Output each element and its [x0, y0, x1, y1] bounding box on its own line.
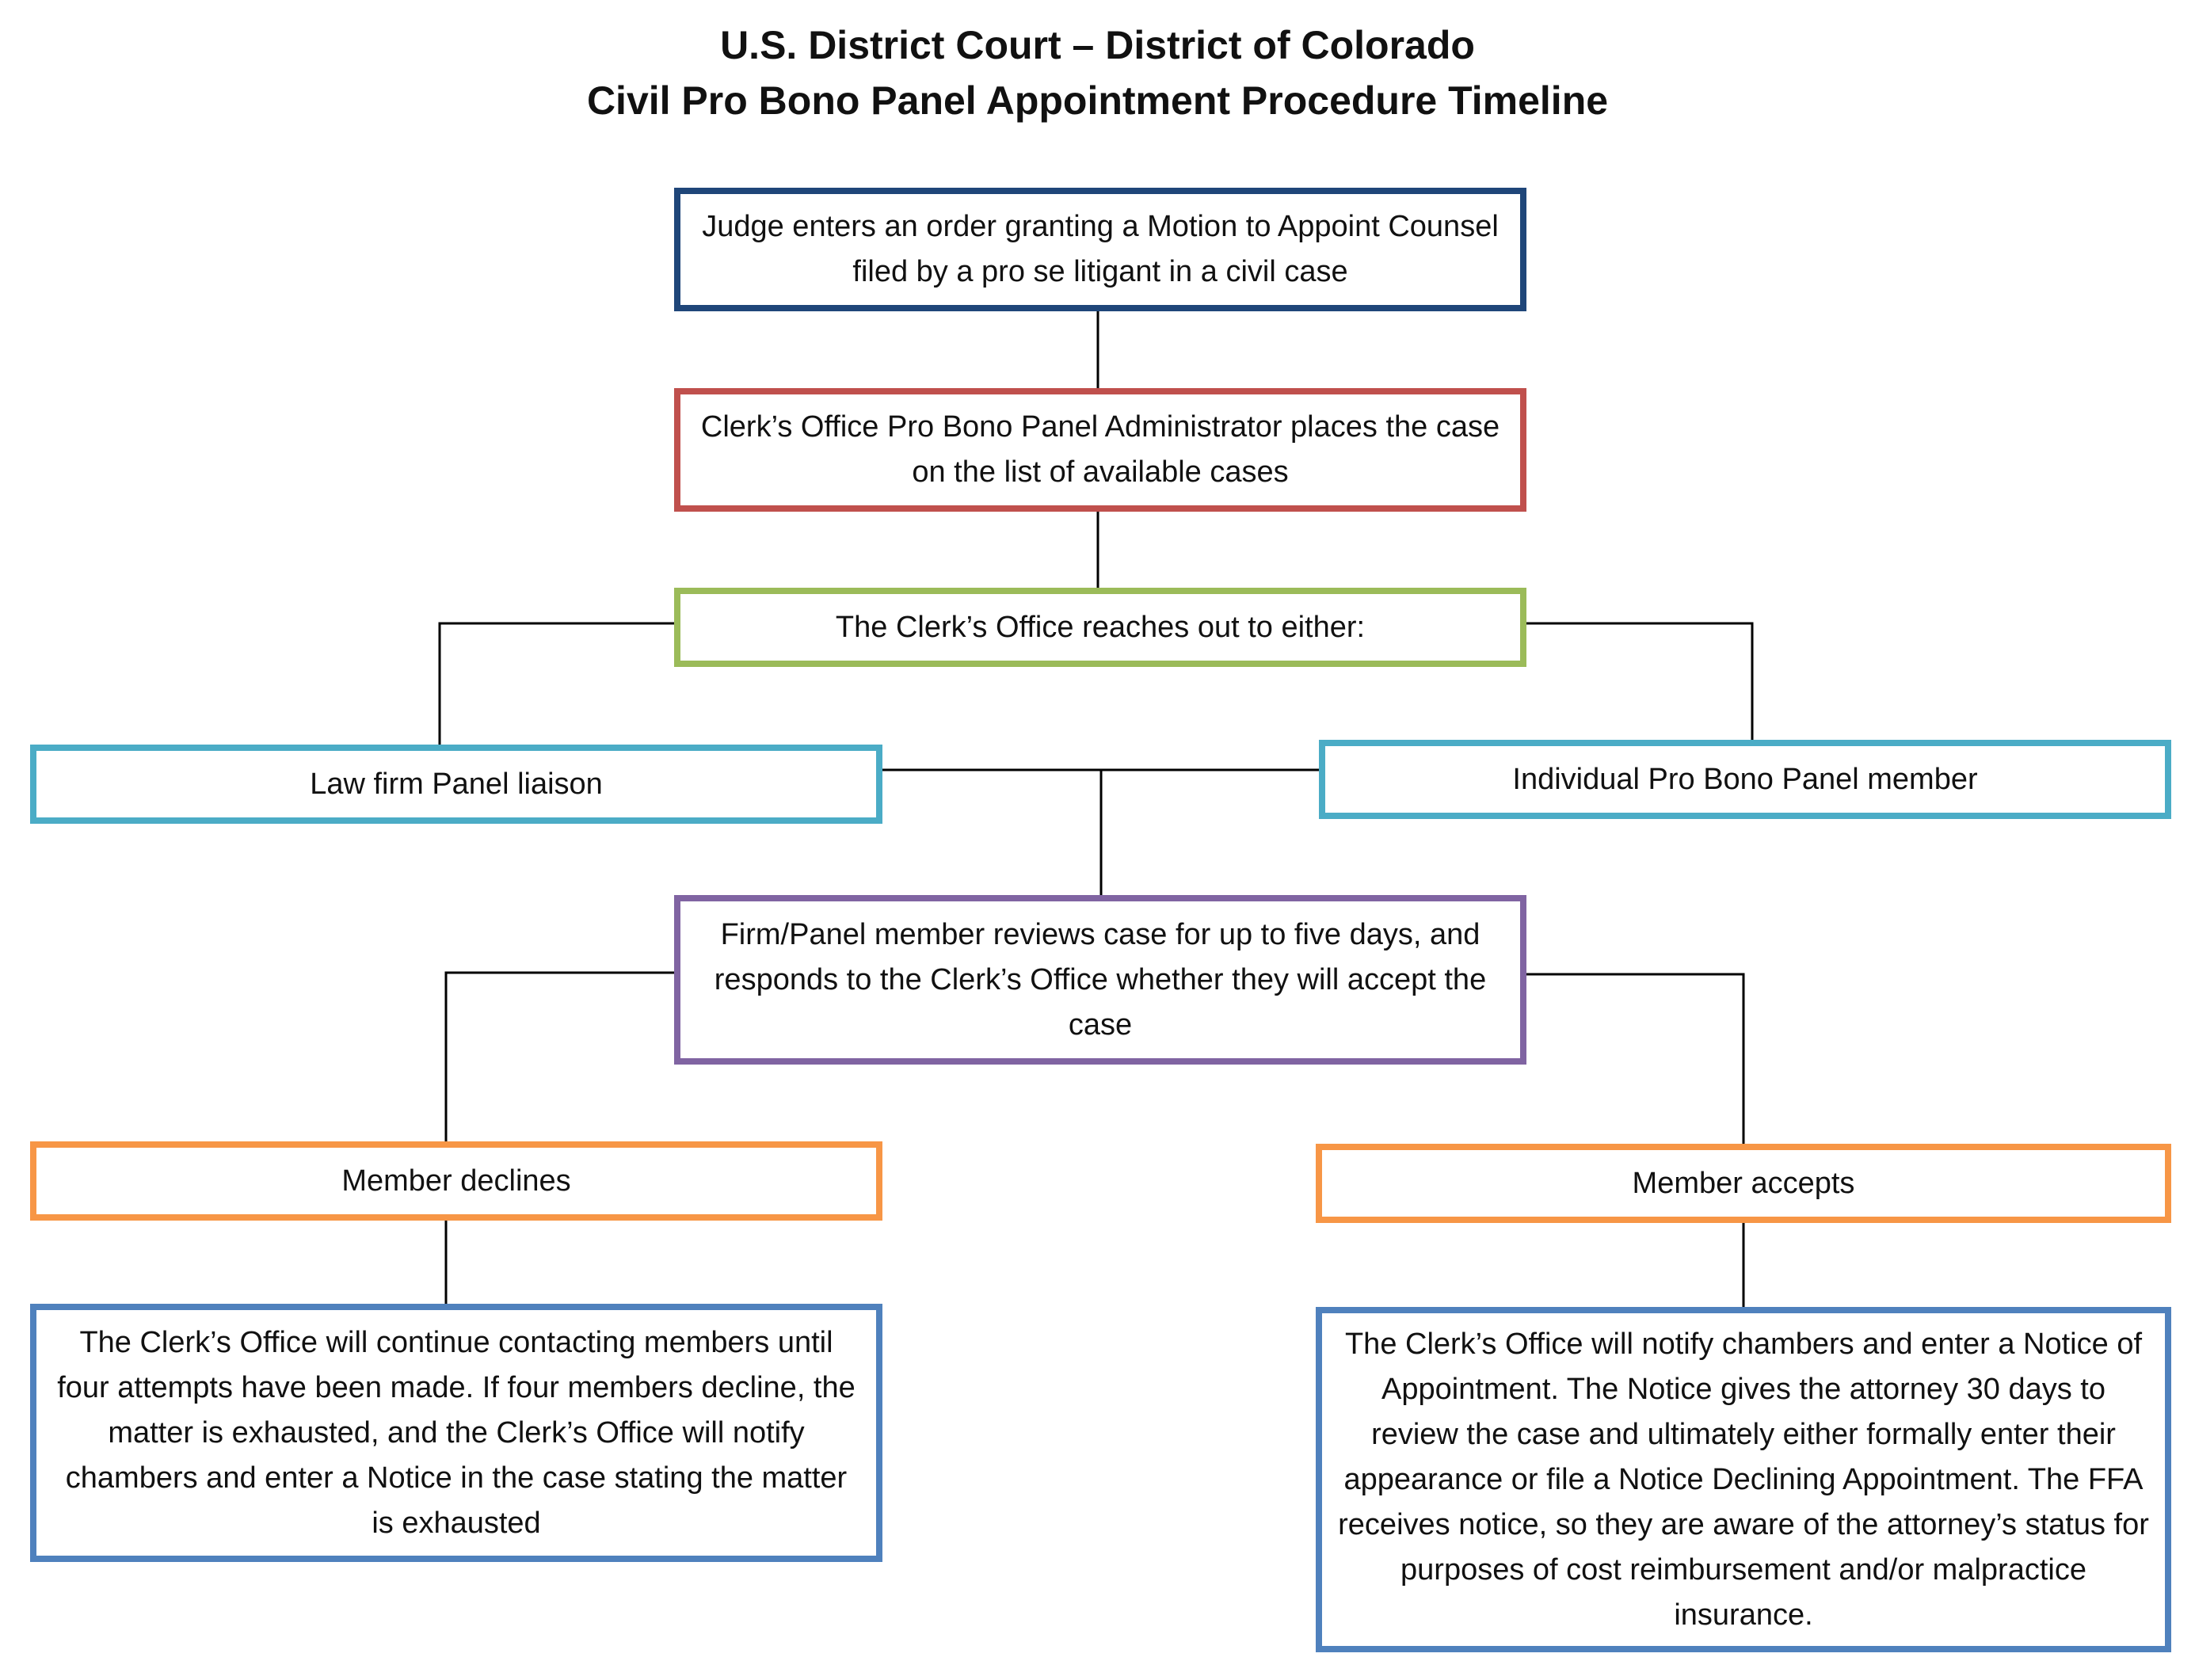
- matter-exhausted-text: The Clerk’s Office will continue contact…: [57, 1325, 856, 1540]
- member-declines-text: Member declines: [341, 1164, 571, 1198]
- diagram-title: U.S. District Court – District of Colora…: [720, 23, 1475, 67]
- diagram-subtitle: Civil Pro Bono Panel Appointment Procedu…: [586, 78, 1609, 123]
- clerk-reaches-out-box: The Clerk’s Office reaches out to either…: [674, 588, 1526, 667]
- member-accepts-text: Member accepts: [1632, 1166, 1855, 1200]
- connector-review-to-declines: [444, 971, 674, 1141]
- member-reviews-case-box: Firm/Panel member reviews case for up to…: [674, 895, 1526, 1065]
- connector-review-to-accepts: [1526, 973, 1745, 1144]
- matter-exhausted-box: The Clerk’s Office will continue contact…: [30, 1304, 882, 1562]
- member-declines-box: Member declines: [30, 1141, 882, 1221]
- clerk-places-case-box: Clerk’s Office Pro Bono Panel Administra…: [674, 388, 1526, 512]
- notice-of-appointment-text: The Clerk’s Office will notify chambers …: [1338, 1327, 2149, 1632]
- member-accepts-box: Member accepts: [1316, 1144, 2171, 1223]
- member-reviews-case-text: Firm/Panel member reviews case for up to…: [714, 917, 1487, 1042]
- connector-reach-out-to-individual: [1526, 622, 1754, 740]
- order-granting-motion-text: Judge enters an order granting a Motion …: [702, 210, 1499, 288]
- notice-of-appointment-box: The Clerk’s Office will notify chambers …: [1316, 1307, 2171, 1652]
- clerk-places-case-text: Clerk’s Office Pro Bono Panel Administra…: [700, 410, 1500, 489]
- law-firm-liaison-text: Law firm Panel liaison: [310, 767, 603, 801]
- law-firm-liaison-box: Law firm Panel liaison: [30, 745, 882, 824]
- individual-panel-member-box: Individual Pro Bono Panel member: [1319, 740, 2171, 819]
- order-granting-motion-box: Judge enters an order granting a Motion …: [674, 188, 1526, 311]
- individual-panel-member-text: Individual Pro Bono Panel member: [1512, 762, 1978, 796]
- clerk-reaches-out-text: The Clerk’s Office reaches out to either…: [835, 610, 1366, 644]
- connector-reach-out-to-law-firm: [438, 622, 674, 745]
